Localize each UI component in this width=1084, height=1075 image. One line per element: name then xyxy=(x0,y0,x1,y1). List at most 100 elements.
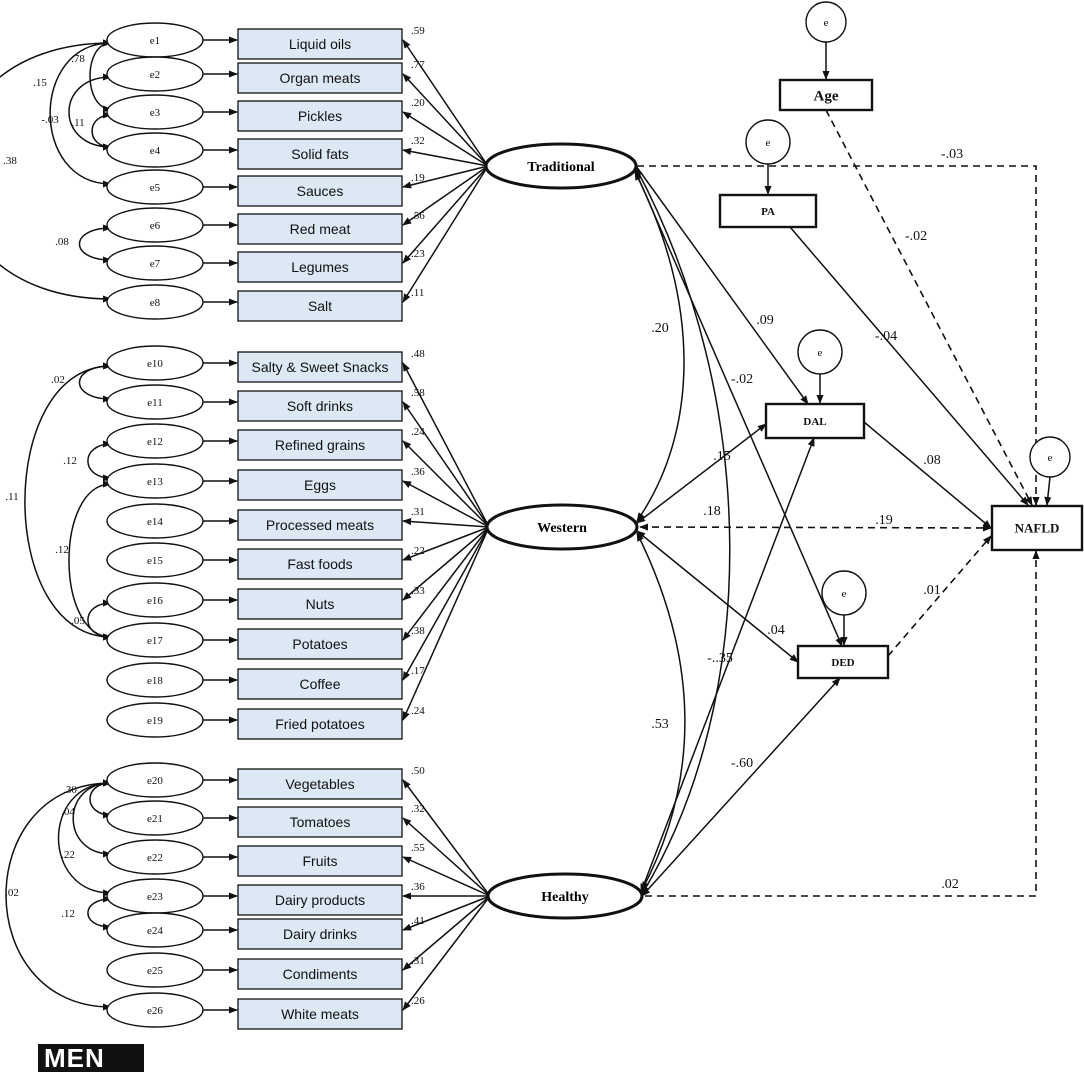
loading-coefficient: .50 xyxy=(411,765,425,777)
loading-coefficient: .48 xyxy=(411,348,425,360)
error-term-e13 xyxy=(106,463,204,499)
error-covariance-e12-e13 xyxy=(87,440,112,482)
loading-path xyxy=(402,526,490,641)
indicator-label: Salt xyxy=(308,298,332,314)
covariance-coefficient-e1-e8: .38 xyxy=(3,155,17,167)
loading-coefficient: .56 xyxy=(411,210,425,222)
loading-coefficient: .17 xyxy=(411,665,425,677)
loading-coefficient: .38 xyxy=(411,625,425,637)
error-covariance-e2-e4 xyxy=(68,73,112,151)
error-term-e25 xyxy=(106,952,204,988)
indicator-label: Condiments xyxy=(283,966,358,982)
error-label-e4: e4 xyxy=(150,145,161,157)
indicator-box xyxy=(237,958,403,990)
error-term-e6 xyxy=(106,207,204,243)
indicator-box xyxy=(237,251,403,283)
observed-label-pa: PA xyxy=(761,206,775,218)
loading-coefficient: .32 xyxy=(411,135,425,147)
path-healthy-nafld xyxy=(645,550,1040,897)
loading-coefficient: .31 xyxy=(411,955,425,967)
loading-path xyxy=(402,895,491,931)
disturbance-dal xyxy=(797,329,843,375)
latent-traditional xyxy=(484,142,638,190)
loading-path xyxy=(402,526,490,561)
covariance-coefficient-e10-e17: .11 xyxy=(5,491,18,503)
loading-path xyxy=(402,895,491,971)
error-label-e10: e10 xyxy=(147,358,163,370)
error-label-e24: e24 xyxy=(147,925,163,937)
indicator-label: Organ meats xyxy=(280,70,361,86)
coef-western-dal: .15 xyxy=(713,449,731,464)
covariance-coefficient-e16-e17: .05 xyxy=(71,615,85,627)
indicator-label: Nuts xyxy=(306,596,335,612)
covariance-coefficient-e10-e11: .02 xyxy=(51,374,65,386)
error-term-e2 xyxy=(106,56,204,92)
error-label-e25: e25 xyxy=(147,965,163,977)
error-term-e15 xyxy=(106,542,204,578)
error-term-e26 xyxy=(106,992,204,1028)
indicator-box xyxy=(237,175,403,207)
loading-path xyxy=(402,165,489,303)
loading-coefficient: .26 xyxy=(411,995,425,1007)
latent-label-healthy: Healthy xyxy=(541,890,588,905)
error-covariance-e6-e7 xyxy=(79,224,112,264)
indicator-label: Coffee xyxy=(300,676,341,692)
loading-path xyxy=(402,165,489,226)
indicator-label: Fried potatoes xyxy=(275,716,365,732)
observed-label-dal: DAL xyxy=(803,416,826,428)
latent-western xyxy=(485,503,639,551)
indicator-box xyxy=(237,884,403,916)
covariance-coefficient-e12-e13: .12 xyxy=(63,455,77,467)
indicator-box xyxy=(237,100,403,132)
covariance-coefficient-e23-e24: .12 xyxy=(61,908,75,920)
indicator-label: Liquid oils xyxy=(289,36,351,52)
indicator-box xyxy=(237,390,403,422)
path-healthy-ded xyxy=(641,677,841,897)
loading-coefficient: .11 xyxy=(411,287,424,299)
error-term-e19 xyxy=(106,702,204,738)
indicator-label: Sauces xyxy=(297,183,344,199)
error-label-e21: e21 xyxy=(147,813,163,825)
coef-western-nafld: .19 xyxy=(875,513,893,528)
indicator-label: Tomatoes xyxy=(290,814,351,830)
observed-pa xyxy=(718,193,818,229)
disturbance-pa xyxy=(745,119,791,165)
indicator-label: Fruits xyxy=(303,853,338,869)
indicator-box xyxy=(237,509,403,541)
loading-coefficient: .22 xyxy=(411,545,425,557)
error-label-e18: e18 xyxy=(147,675,163,687)
loading-path xyxy=(402,895,491,1011)
error-term-e24 xyxy=(106,912,204,948)
error-label-e7: e7 xyxy=(150,258,161,270)
indicator-box xyxy=(237,918,403,950)
coef-traditional-healthy: .18 xyxy=(703,504,721,519)
path-traditional-nafld xyxy=(637,165,1040,506)
loading-path xyxy=(402,73,489,167)
loading-coefficient: .19 xyxy=(411,172,425,184)
loading-coefficient: .23 xyxy=(411,248,425,260)
coef-healthy-ded: -.60 xyxy=(731,756,753,771)
loading-path xyxy=(402,856,491,897)
disturbance-label-pa: e xyxy=(766,137,771,149)
indicator-label: Eggs xyxy=(304,477,336,493)
loading-coefficient: .59 xyxy=(411,25,425,37)
path-ded-nafld xyxy=(887,535,992,657)
error-covariance-e3-e4 xyxy=(91,111,112,151)
error-term-e14 xyxy=(106,503,204,539)
error-label-e3: e3 xyxy=(150,107,161,119)
indicator-label: Legumes xyxy=(291,259,349,275)
error-label-e6: e6 xyxy=(150,220,161,232)
path-age-nafld xyxy=(825,109,1033,506)
error-covariance-e10-e17 xyxy=(24,362,112,641)
covariance-coefficient-e1-e5: .15 xyxy=(33,77,47,89)
disturbance-ded xyxy=(821,570,867,616)
error-label-e8: e8 xyxy=(150,297,161,309)
coef-traditional-nafld: -.03 xyxy=(941,147,963,162)
path-western-dal xyxy=(636,423,767,524)
error-label-e26: e26 xyxy=(147,1005,163,1017)
observed-label-age: Age xyxy=(814,88,839,104)
disturbance-label-dal: e xyxy=(818,347,823,359)
covariance-coefficient-e6-e7: .08 xyxy=(55,236,69,248)
error-term-e8 xyxy=(106,284,204,320)
coef-age-nafld: -.02 xyxy=(905,229,927,244)
